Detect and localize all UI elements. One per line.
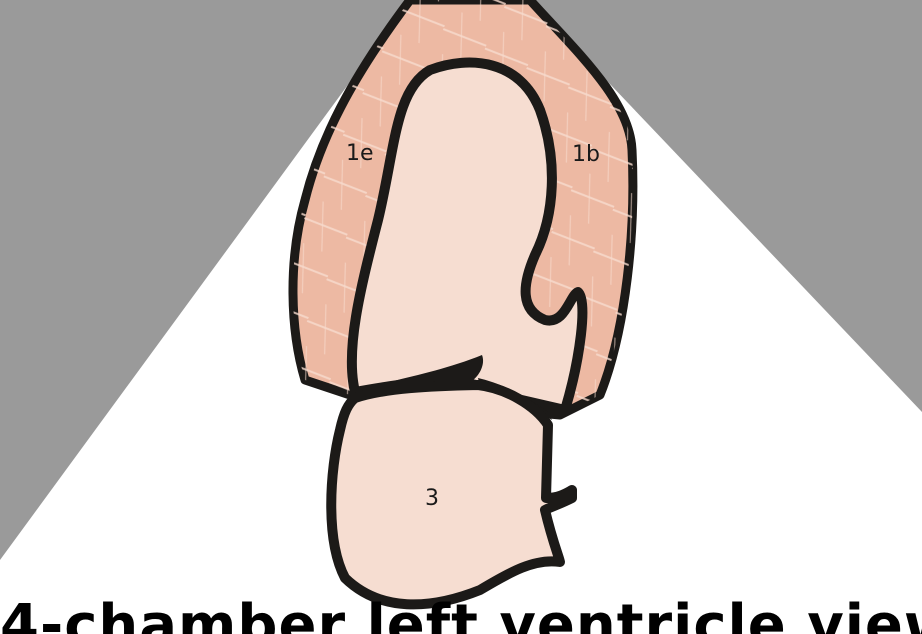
label-1b: 1b	[572, 142, 600, 167]
label-1e: 1e	[346, 141, 374, 166]
diagram-caption: 4-chamber left ventricle view apical lon…	[0, 591, 922, 634]
label-3: 3	[425, 486, 439, 511]
